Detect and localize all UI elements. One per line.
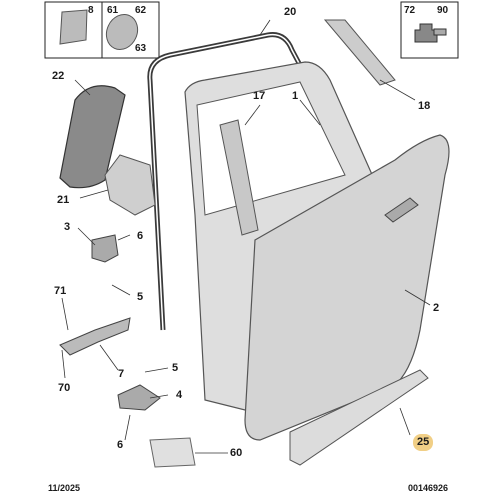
callout-25: 25 [413,434,434,451]
inset-box-8 [44,1,103,59]
callout-1: 1 [292,90,299,102]
part-22 [59,85,126,189]
footer-reference: 00146926 [408,483,449,493]
leader-lines [61,19,431,454]
door-panel-2 [244,134,450,441]
callout-4: 4 [176,389,183,401]
callout-22: 22 [52,70,65,82]
inset-box-72-90 [400,1,459,59]
inset-label-61: 61 [107,5,119,16]
callout-7: 7 [118,368,125,380]
callout-3: 3 [64,221,71,233]
inset-label-63: 63 [135,43,147,54]
pillar-trim-17 [219,119,259,236]
part-60 [149,437,196,468]
hinge-3 [91,234,119,263]
inset-label-62: 62 [135,5,147,16]
hinge-4 [117,384,161,411]
inset-box-61-62-63 [101,1,160,59]
callout-5a: 5 [137,291,144,303]
inset-label-8: 8 [88,5,94,16]
callout-18: 18 [418,100,431,112]
callout-60: 60 [230,447,243,459]
callout-71: 71 [54,285,67,297]
part-21 [104,154,156,216]
callout-5b: 5 [172,362,179,374]
callout-70: 70 [58,382,71,394]
callout-21: 21 [57,194,70,206]
callout-6a: 6 [137,230,144,242]
trim-18 [323,19,396,86]
inset-label-72: 72 [404,5,416,16]
callout-20: 20 [284,6,297,18]
callout-17: 17 [253,90,266,102]
footer-date: 11/2025 [48,483,81,493]
callout-6b: 6 [117,439,124,451]
callout-2: 2 [433,302,440,314]
moulding-25 [289,369,429,466]
inset-label-90: 90 [437,5,449,16]
door-check-7 [59,317,131,356]
